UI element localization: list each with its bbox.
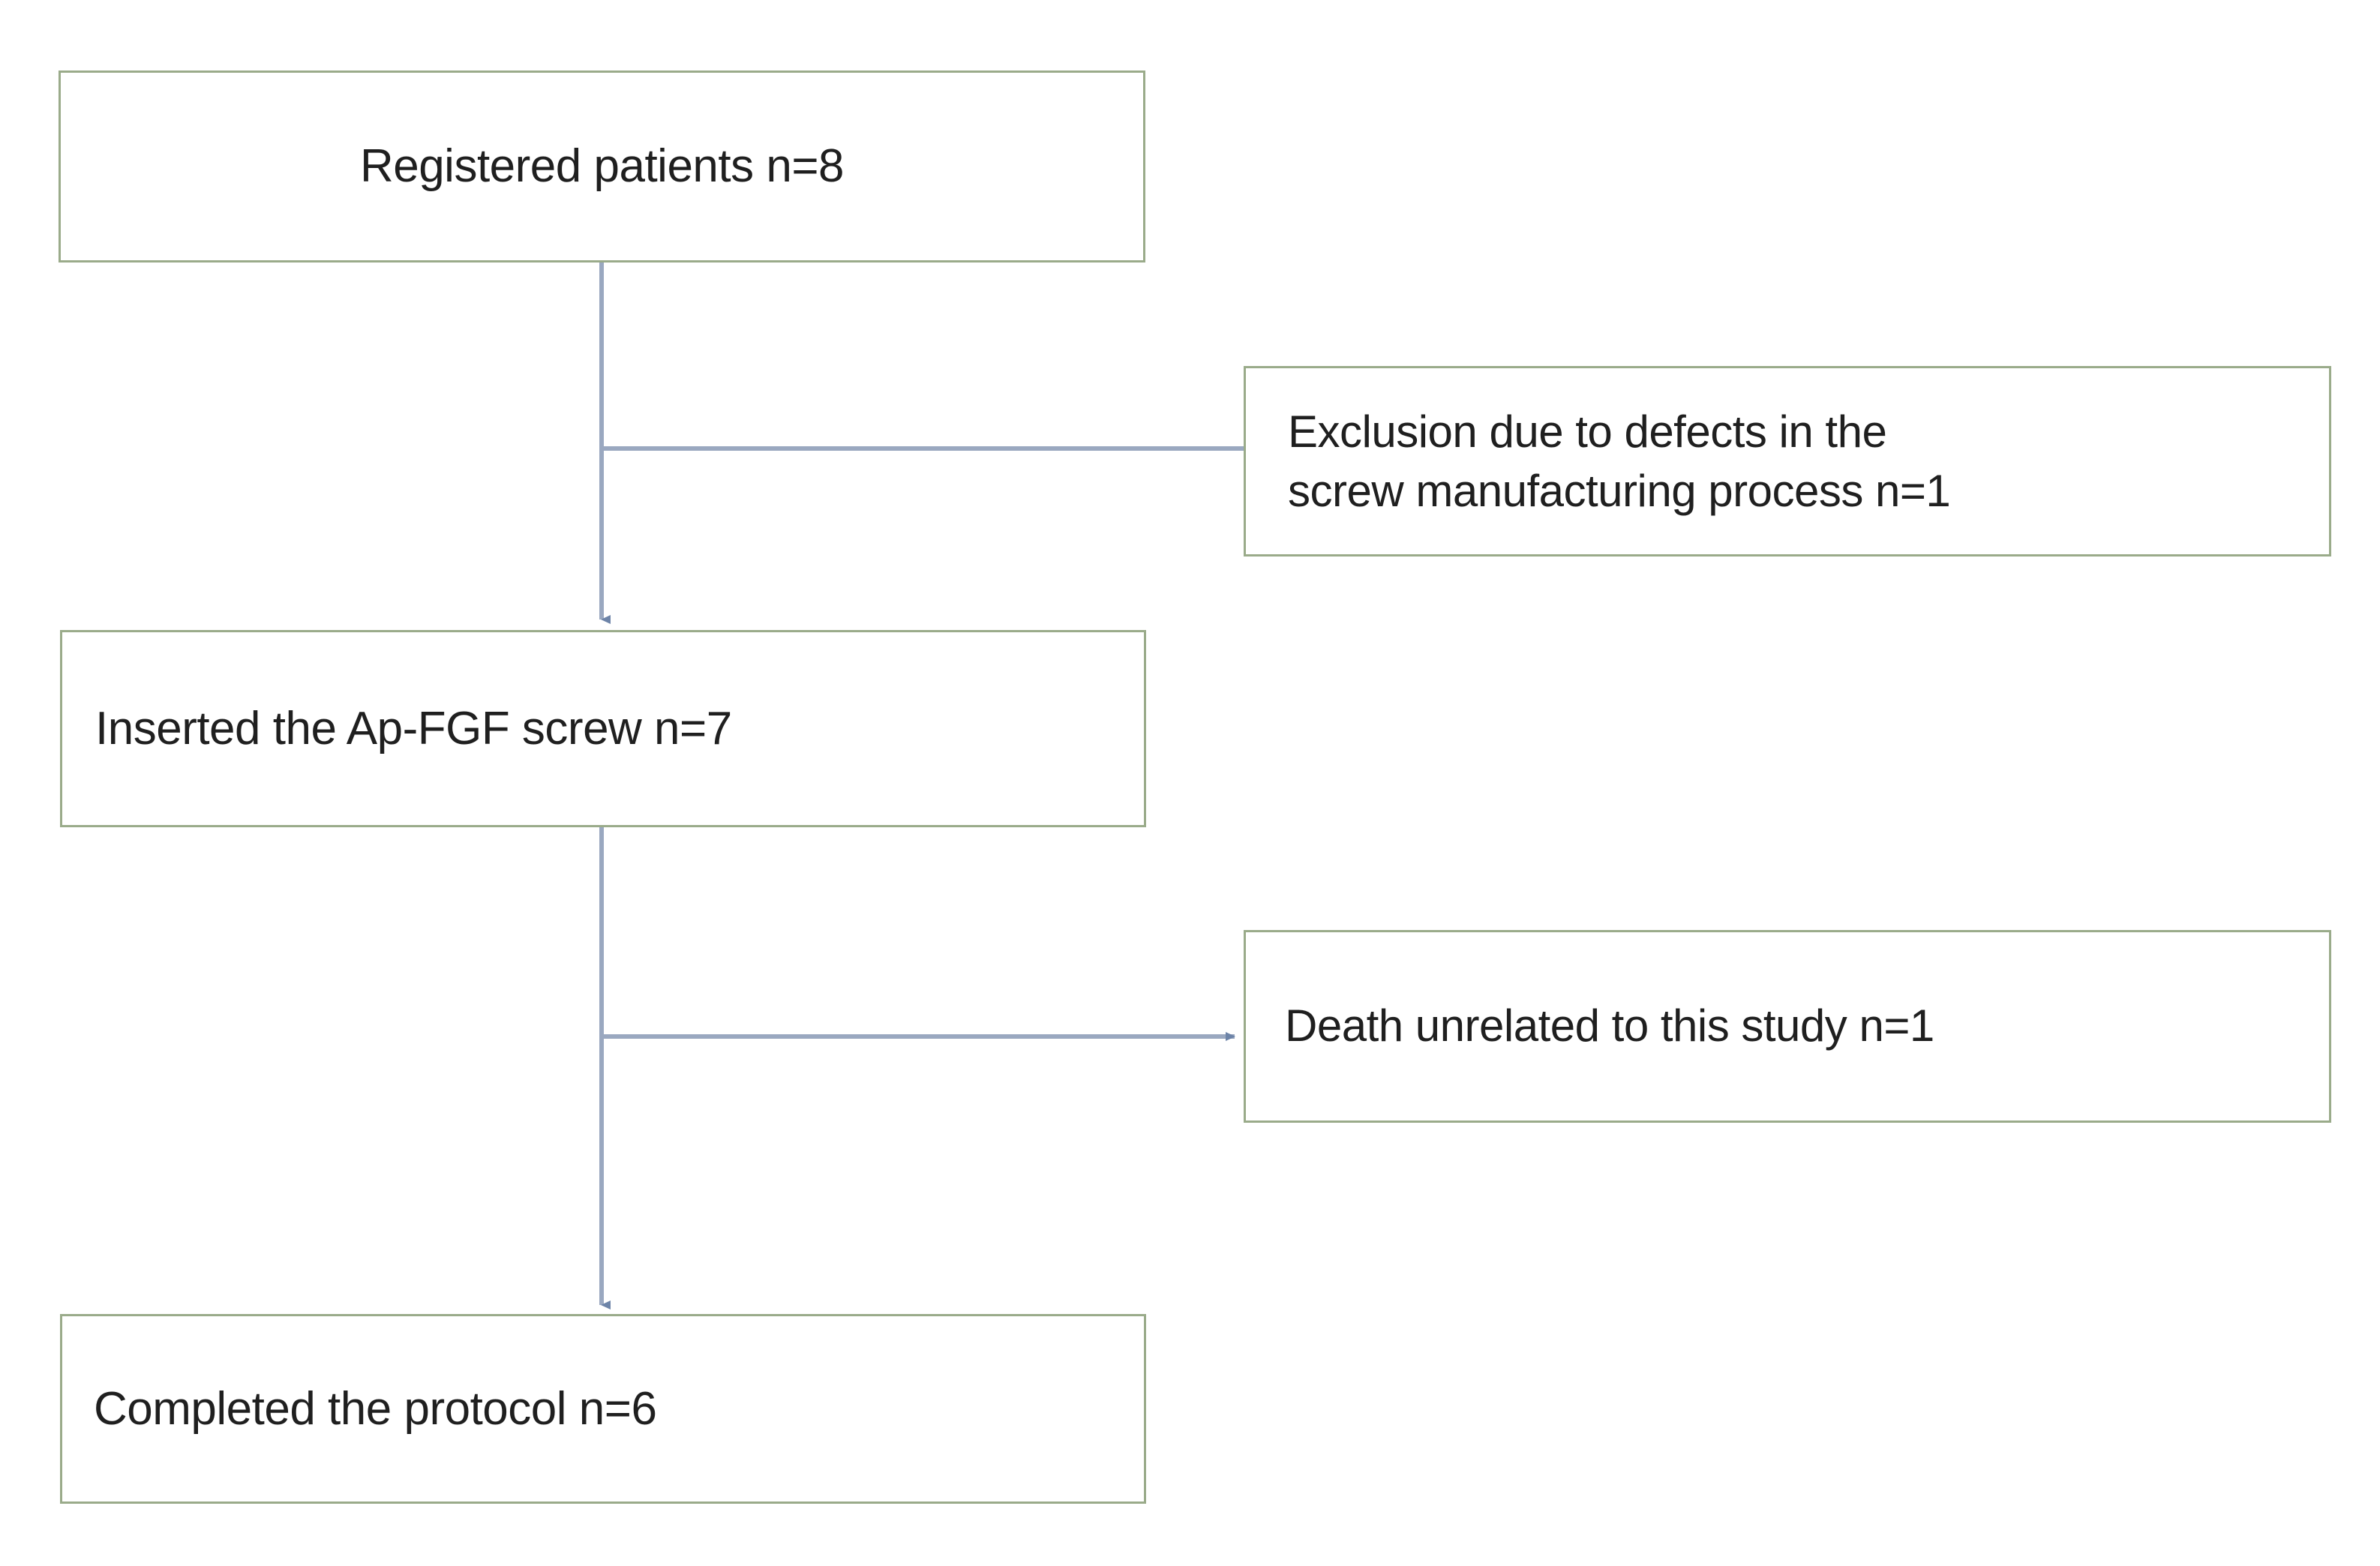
node-death-unrelated[interactable]: Death unrelated to this study n=1 (1244, 930, 2331, 1123)
node-registered-patients-label: Registered patients n=8 (359, 140, 845, 193)
node-completed-protocol[interactable]: Completed the protocol n=6 (60, 1314, 1146, 1504)
node-registered-patients[interactable]: Registered patients n=8 (59, 70, 1145, 262)
node-death-unrelated-label: Death unrelated to this study n=1 (1285, 1000, 1934, 1052)
node-completed-protocol-label: Completed the protocol n=6 (94, 1382, 657, 1435)
node-exclusion-defects[interactable]: Exclusion due to defects in the screw ma… (1244, 366, 2331, 556)
node-inserted-screw-label: Inserted the Ap-FGF screw n=7 (95, 702, 732, 754)
node-exclusion-defects-label: Exclusion due to defects in the screw ma… (1288, 406, 1951, 516)
node-inserted-screw[interactable]: Inserted the Ap-FGF screw n=7 (60, 630, 1146, 827)
